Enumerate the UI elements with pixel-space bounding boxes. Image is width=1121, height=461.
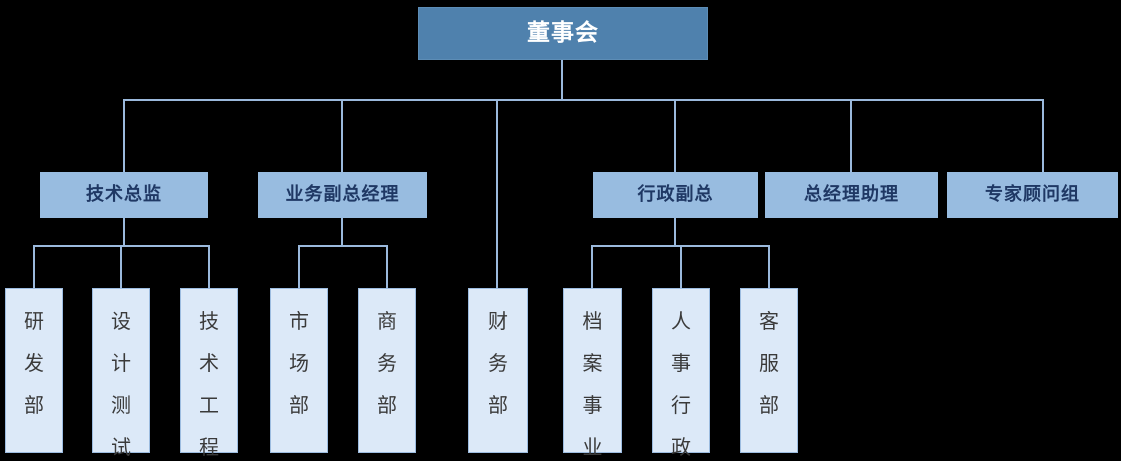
connector-drop-tech-director	[123, 99, 125, 173]
node-customer-service-dept: 客服部	[740, 288, 798, 453]
node-label: 客服部	[759, 309, 779, 417]
node-board-of-directors: 董事会	[418, 7, 708, 60]
connector-drop-admin-deputy	[674, 99, 676, 173]
node-rd-dept: 研发部	[5, 288, 63, 453]
connector-drop-design-test	[120, 245, 122, 289]
node-marketing-dept: 市场部	[270, 288, 328, 453]
connector-stem-tech-director	[123, 218, 125, 246]
node-gm-assistant: 总经理助理	[765, 172, 938, 218]
node-label: 人事行政部	[671, 309, 691, 459]
connector-stem-business-deputy	[341, 218, 343, 246]
node-label: 技术工程部	[199, 309, 219, 459]
node-business-deputy-gm: 业务副总经理	[258, 172, 427, 218]
node-finance-dept: 财务部	[468, 288, 528, 453]
node-label: 市场部	[289, 309, 309, 417]
node-tech-director: 技术总监	[40, 172, 208, 218]
connector-drop-tech-eng	[208, 245, 210, 289]
connector-drop-expert-group	[1042, 99, 1044, 173]
node-expert-advisor-group: 专家顾问组	[947, 172, 1118, 218]
node-label: 设计测试部	[111, 309, 131, 459]
connector-drop-business-deputy	[341, 99, 343, 173]
connector-drop-gm-assistant	[850, 99, 852, 173]
connector-main-bus	[123, 99, 1044, 101]
node-label: 研发部	[24, 309, 44, 417]
node-archives-division: 档案事业部	[563, 288, 622, 459]
connector-root-stem	[561, 60, 563, 100]
node-label: 档案事业部	[582, 309, 603, 459]
connector-drop-archives	[591, 245, 593, 289]
node-label: 商务部	[377, 309, 397, 417]
connector-stem-admin-deputy	[674, 218, 676, 246]
connector-drop-rd-dept	[33, 245, 35, 289]
connector-drop-finance-dept	[496, 99, 498, 289]
node-tech-engineering-dept: 技术工程部	[180, 288, 238, 459]
connector-drop-commerce	[386, 245, 388, 289]
node-design-test-dept: 设计测试部	[92, 288, 150, 459]
node-hr-admin-dept: 人事行政部	[652, 288, 710, 459]
node-commerce-dept: 商务部	[358, 288, 416, 453]
node-admin-deputy-gm: 行政副总	[593, 172, 758, 218]
connector-drop-marketing	[298, 245, 300, 289]
connector-drop-hr-admin	[680, 245, 682, 289]
connector-bus-business-deputy	[298, 245, 388, 247]
node-label: 财务部	[488, 309, 508, 417]
connector-drop-customer-service	[768, 245, 770, 289]
